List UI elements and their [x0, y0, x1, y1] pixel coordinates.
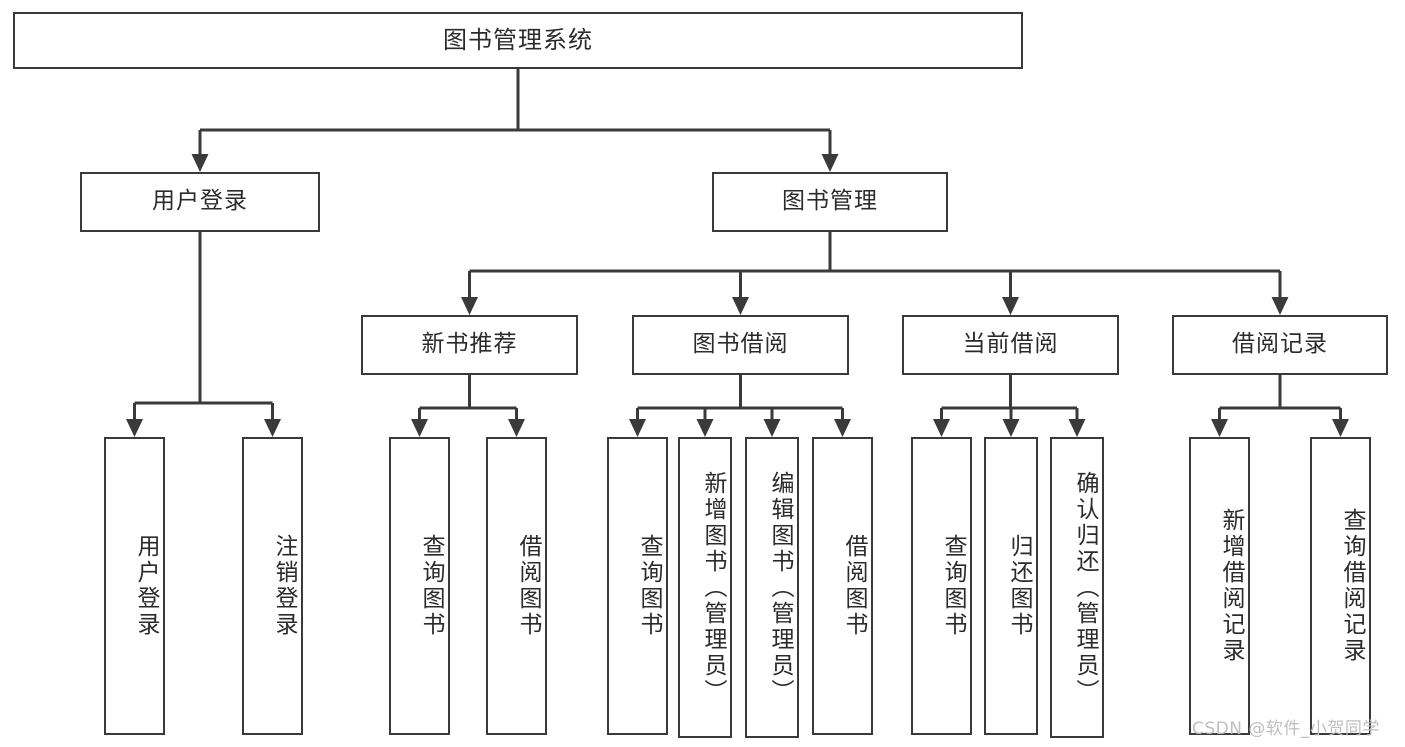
node-book-borrow[interactable]: 图书借阅: [632, 315, 849, 375]
node-user-login[interactable]: 用户登录: [80, 172, 320, 232]
node-leaf-logout[interactable]: 注销登录: [242, 437, 303, 735]
node-leaf-query-book-borrow[interactable]: 查询图书: [607, 437, 668, 735]
node-label: 确认归还（管理员）: [1072, 470, 1098, 705]
node-leaf-confirm-return[interactable]: 确认归还（管理员）: [1050, 437, 1104, 738]
node-label: 查询借阅记录: [1339, 508, 1365, 664]
node-leaf-edit-book[interactable]: 编辑图书（管理员）: [745, 437, 799, 738]
node-root[interactable]: 图书管理系统: [13, 12, 1023, 69]
node-leaf-borrow-book-recommend[interactable]: 借阅图书: [486, 437, 547, 735]
node-label: 查询图书: [940, 534, 966, 638]
node-leaf-query-book-current[interactable]: 查询图书: [911, 437, 972, 735]
node-label: 编辑图书（管理员）: [767, 470, 793, 705]
node-label: 图书借阅: [692, 331, 789, 358]
node-leaf-borrow-book[interactable]: 借阅图书: [812, 437, 873, 735]
node-book-management[interactable]: 图书管理: [712, 172, 948, 232]
node-label: 图书管理: [782, 188, 878, 215]
node-label: 借阅图书: [841, 534, 867, 638]
node-new-book-recommend[interactable]: 新书推荐: [361, 315, 578, 375]
node-label: 查询图书: [636, 534, 662, 638]
node-leaf-return-book[interactable]: 归还图书: [984, 437, 1038, 735]
node-leaf-query-borrow-record[interactable]: 查询借阅记录: [1310, 437, 1371, 735]
node-leaf-user-login[interactable]: 用户登录: [104, 437, 165, 735]
node-label: 用户登录: [152, 188, 248, 215]
node-leaf-add-borrow-record[interactable]: 新增借阅记录: [1189, 437, 1250, 735]
node-label: 借阅记录: [1232, 331, 1328, 358]
watermark-label: CSDN @软件_小贺同学: [1192, 719, 1380, 739]
node-leaf-query-book-recommend[interactable]: 查询图书: [389, 437, 450, 735]
node-label: 图书管理系统: [443, 26, 593, 55]
node-label: 当前借阅: [962, 331, 1059, 358]
node-label: 新增借阅记录: [1218, 508, 1244, 664]
node-label: 用户登录: [133, 534, 159, 638]
node-label: 归还图书: [1006, 534, 1032, 638]
node-label: 借阅图书: [515, 534, 541, 638]
node-current-borrow[interactable]: 当前借阅: [902, 315, 1119, 375]
node-label: 新书推荐: [421, 331, 518, 358]
node-label: 查询图书: [418, 534, 444, 638]
node-label: 注销登录: [271, 534, 297, 638]
node-label: 新增图书（管理员）: [700, 470, 726, 705]
node-leaf-add-book[interactable]: 新增图书（管理员）: [678, 437, 732, 738]
node-borrow-record[interactable]: 借阅记录: [1172, 315, 1388, 375]
